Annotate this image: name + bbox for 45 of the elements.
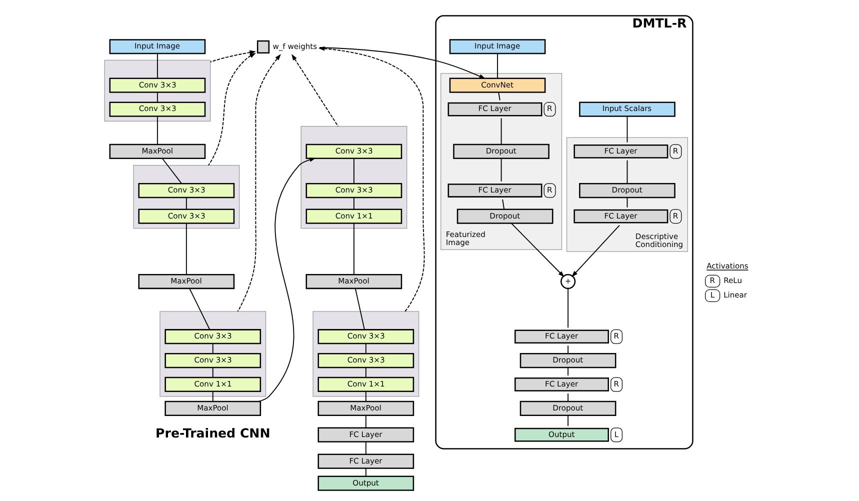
- connector: [568, 414, 569, 426]
- connector: [353, 197, 354, 210]
- connector: [365, 441, 366, 455]
- connector: [156, 53, 158, 79]
- connector: [212, 343, 214, 354]
- connector: [365, 391, 366, 402]
- cluster: [300, 126, 408, 229]
- connector: [500, 158, 502, 182]
- connector: [353, 158, 354, 184]
- connector: [626, 116, 628, 143]
- connector: [626, 197, 628, 208]
- cluster: [312, 311, 420, 397]
- connector: [212, 367, 214, 378]
- connector: [186, 197, 187, 210]
- connector: [186, 222, 187, 276]
- label: Pre-Trained CNN: [156, 425, 270, 440]
- arrow: [210, 50, 256, 62]
- connector: [568, 393, 569, 402]
- connector: [500, 118, 502, 145]
- connector: [365, 343, 366, 354]
- connector: [353, 222, 354, 276]
- connector: [365, 414, 366, 428]
- connector: [502, 198, 505, 210]
- connector: [212, 391, 214, 402]
- connector: [568, 367, 569, 376]
- arrow: [572, 224, 620, 278]
- connector: [365, 367, 366, 378]
- arrow: [510, 222, 564, 278]
- connector: [162, 158, 182, 184]
- connector: [568, 288, 569, 328]
- cluster: [133, 165, 240, 229]
- connector: [497, 53, 498, 79]
- connector: [365, 468, 366, 477]
- arrow: [258, 158, 316, 402]
- connector: [156, 116, 158, 145]
- cluster: [160, 311, 266, 397]
- arrow: [237, 54, 281, 312]
- connector: [498, 92, 500, 101]
- connector: [156, 92, 158, 103]
- connector: [568, 345, 569, 354]
- arrow: [292, 54, 339, 127]
- cluster: [104, 60, 211, 122]
- connector: [189, 288, 210, 330]
- connector: [354, 288, 365, 330]
- connector: [626, 160, 628, 184]
